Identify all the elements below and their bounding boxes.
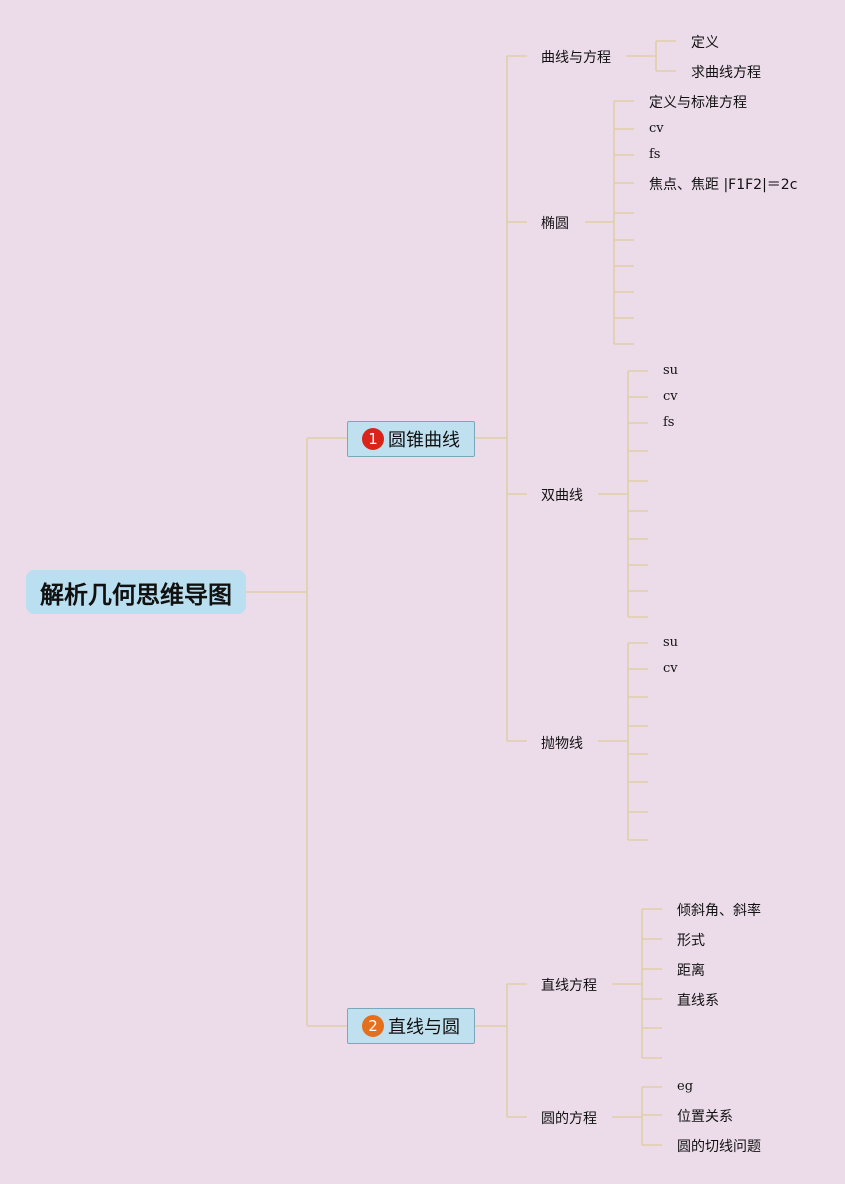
node-line-circle-label: 直线与圆	[388, 1017, 460, 1038]
node-conic-sections[interactable]: 1 圆锥曲线	[347, 421, 475, 457]
node-circle-equation[interactable]: 圆的方程	[541, 1111, 597, 1127]
node-parabola[interactable]: 抛物线	[541, 736, 583, 752]
node-line-and-circle[interactable]: 2 直线与圆	[347, 1008, 475, 1044]
leaf-parabola-su[interactable]: su	[663, 635, 679, 650]
leaf-ellipse-definition[interactable]: 定义与标准方程	[649, 95, 747, 111]
number-two-icon: 2	[362, 1015, 384, 1037]
leaf-ellipse-cv[interactable]: cv	[649, 121, 664, 136]
leaf-inclination-slope[interactable]: 倾斜角、斜率	[677, 903, 761, 919]
leaf-ellipse-fs[interactable]: fs	[649, 147, 661, 162]
leaf-line-family[interactable]: 直线系	[677, 993, 719, 1009]
node-conic-label: 圆锥曲线	[388, 430, 460, 451]
leaf-position-relation[interactable]: 位置关系	[677, 1109, 733, 1125]
leaf-hyperbola-cv[interactable]: cv	[663, 389, 678, 404]
leaf-curve-definition[interactable]: 定义	[691, 35, 719, 51]
leaf-find-curve-equation[interactable]: 求曲线方程	[691, 65, 761, 81]
number-one-icon: 1	[362, 428, 384, 450]
node-curve-and-equation[interactable]: 曲线与方程	[541, 50, 611, 66]
leaf-hyperbola-su[interactable]: su	[663, 363, 679, 378]
root-node[interactable]: 解析几何思维导图	[26, 570, 246, 614]
leaf-ellipse-focus[interactable]: 焦点、焦距 |F1F2|＝2c	[649, 177, 798, 193]
leaf-tangent-problem[interactable]: 圆的切线问题	[677, 1139, 761, 1155]
leaf-parabola-cv[interactable]: cv	[663, 661, 678, 676]
leaf-hyperbola-fs[interactable]: fs	[663, 415, 675, 430]
leaf-line-forms[interactable]: 形式	[677, 933, 705, 949]
node-ellipse[interactable]: 椭圆	[541, 216, 569, 232]
root-label: 解析几何思维导图	[40, 580, 232, 609]
leaf-distance[interactable]: 距离	[677, 963, 705, 979]
node-hyperbola[interactable]: 双曲线	[541, 488, 583, 504]
leaf-circle-eg[interactable]: eg	[677, 1079, 694, 1094]
node-line-equation[interactable]: 直线方程	[541, 978, 597, 994]
